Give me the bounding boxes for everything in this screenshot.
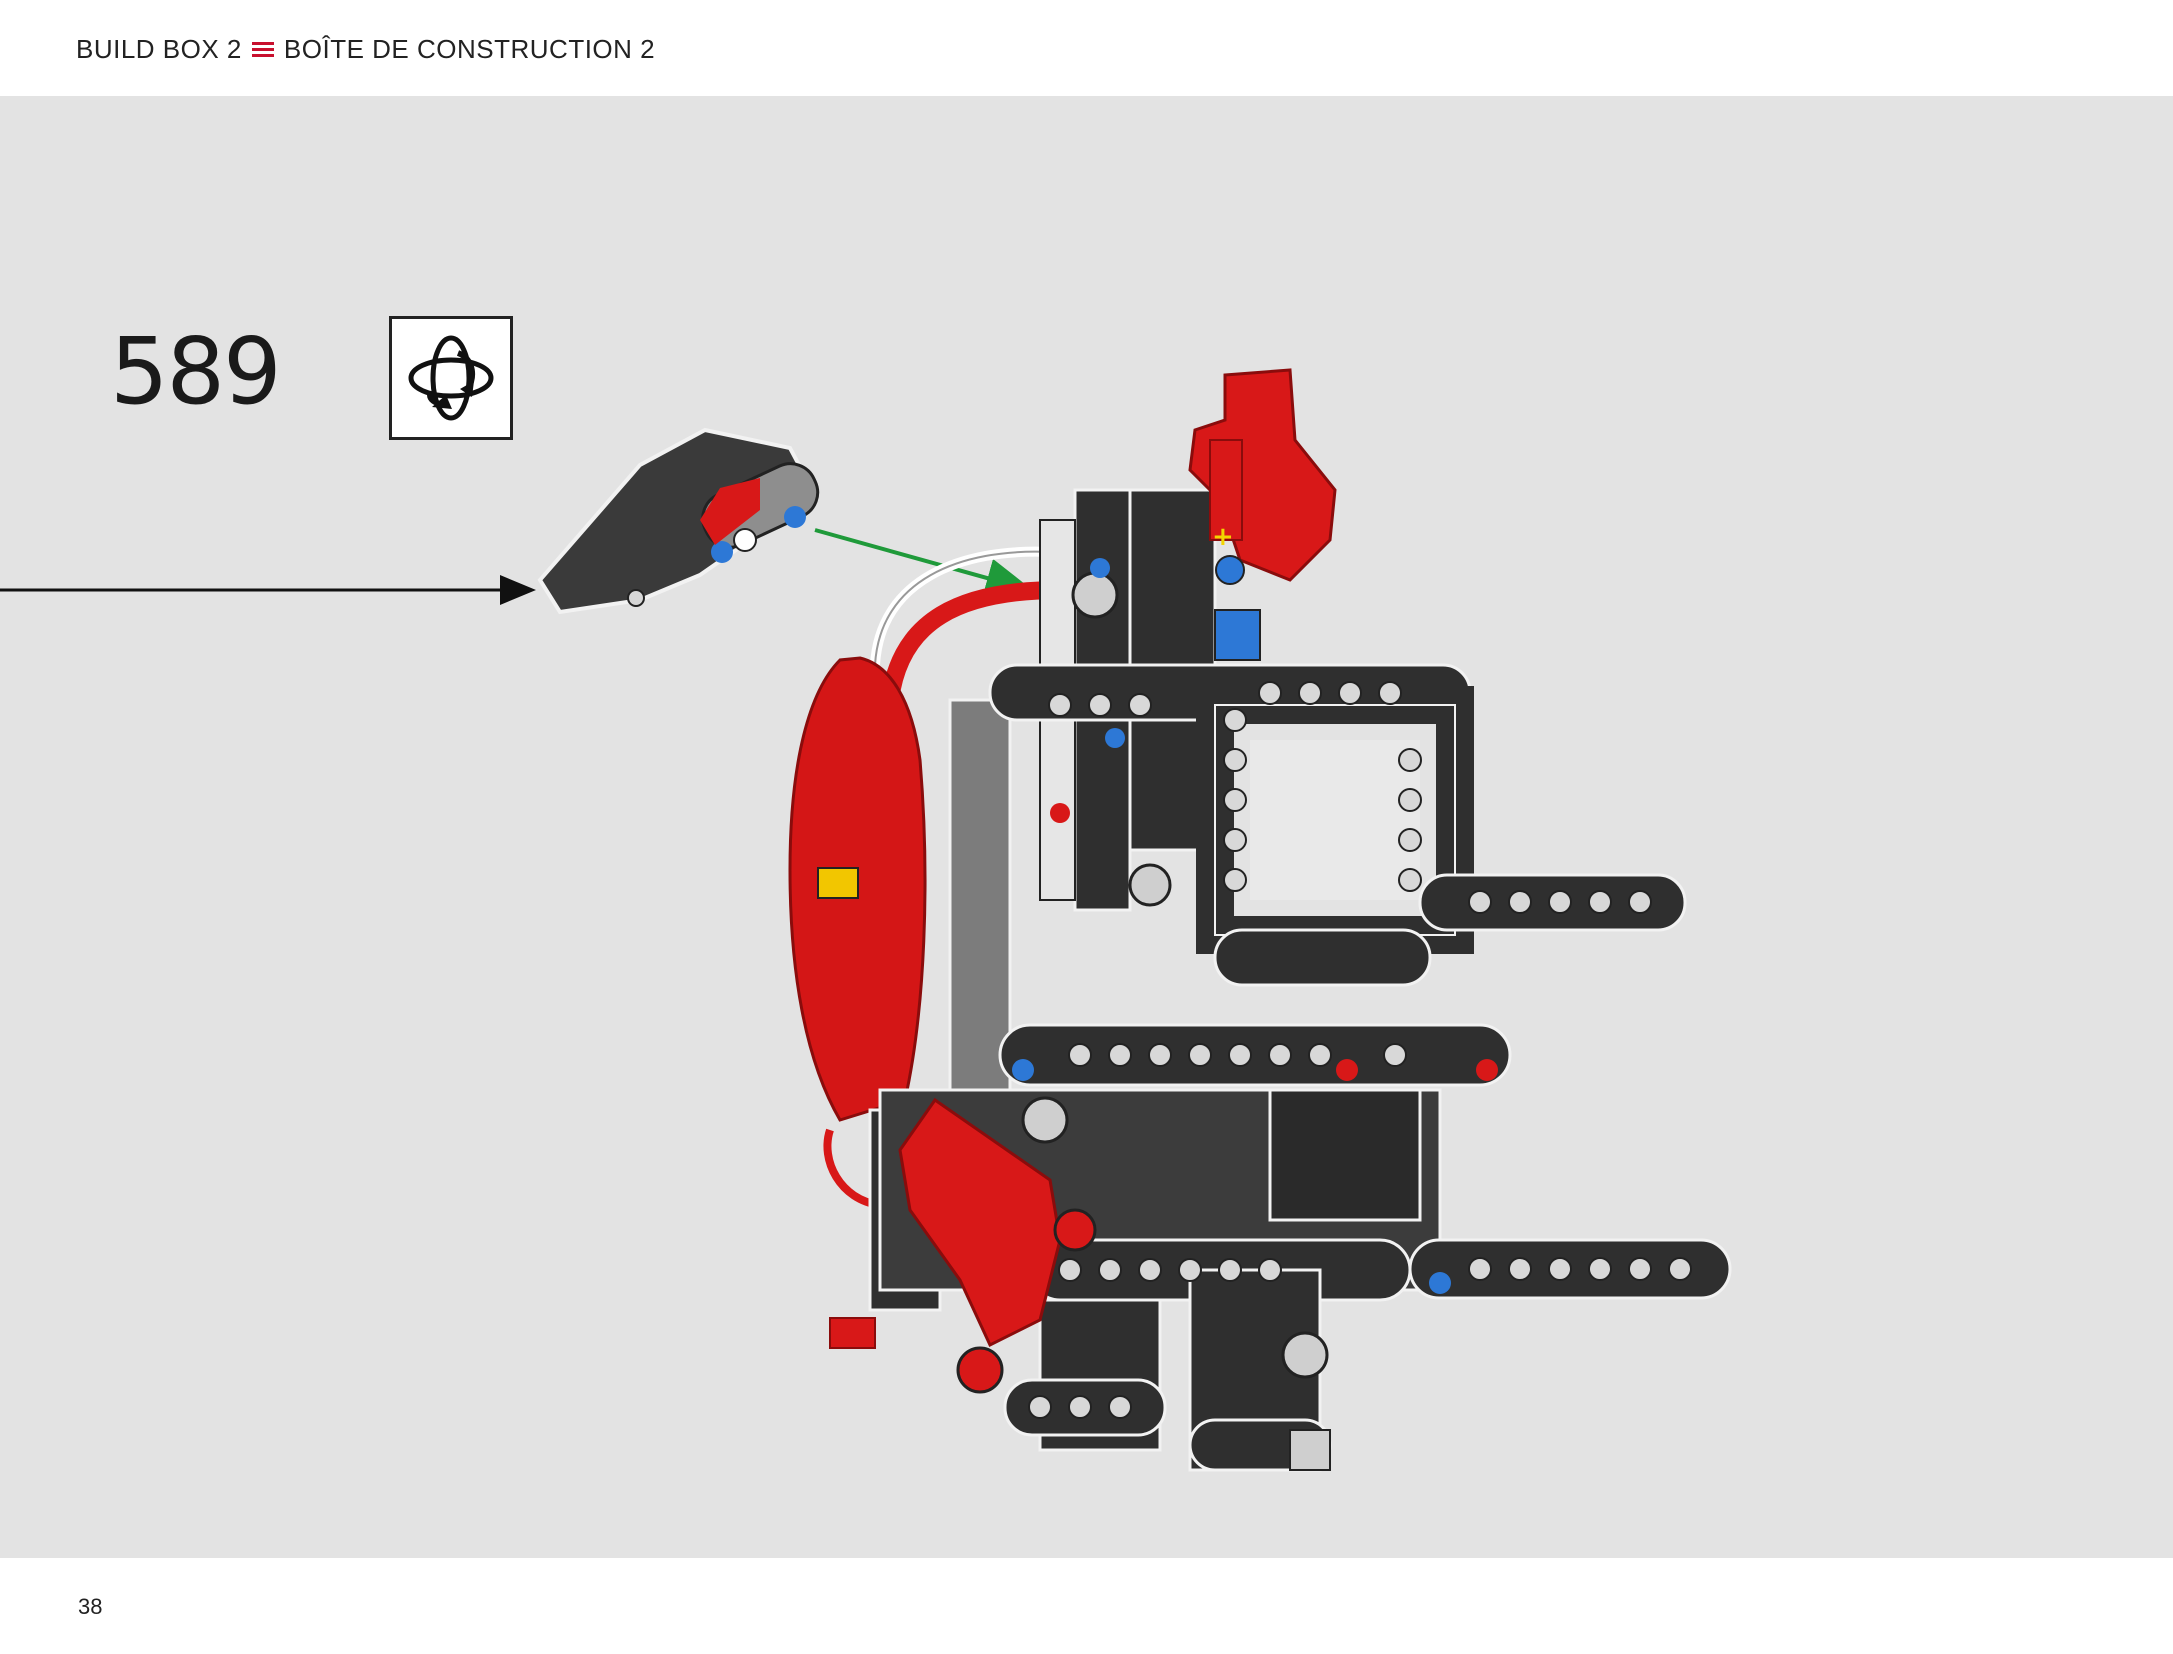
rotate-model-icon [408, 335, 494, 421]
step-number: 589 [110, 318, 282, 425]
main-model: + [788, 368, 1732, 1472]
page-header: BUILD BOX 2 BOÎTE DE CONSTRUCTION 2 [0, 0, 2173, 96]
header-title-fr: BOÎTE DE CONSTRUCTION 2 [283, 34, 656, 64]
menu-separator-icon [251, 41, 274, 58]
rotate-model-callout [389, 316, 513, 440]
header-title-en: BUILD BOX 2 [76, 34, 242, 64]
attach-arrow [814, 528, 1034, 598]
sub-assembly-part [537, 427, 820, 615]
page-number: 38 [78, 1594, 103, 1619]
page-footer [0, 1558, 2173, 1654]
instruction-panel: + [0, 96, 2173, 1558]
svg-text:+: + [1212, 522, 1234, 552]
header-title: BUILD BOX 2 BOÎTE DE CONSTRUCTION 2 [76, 34, 655, 65]
model-illustration: + [0, 368, 1732, 1472]
